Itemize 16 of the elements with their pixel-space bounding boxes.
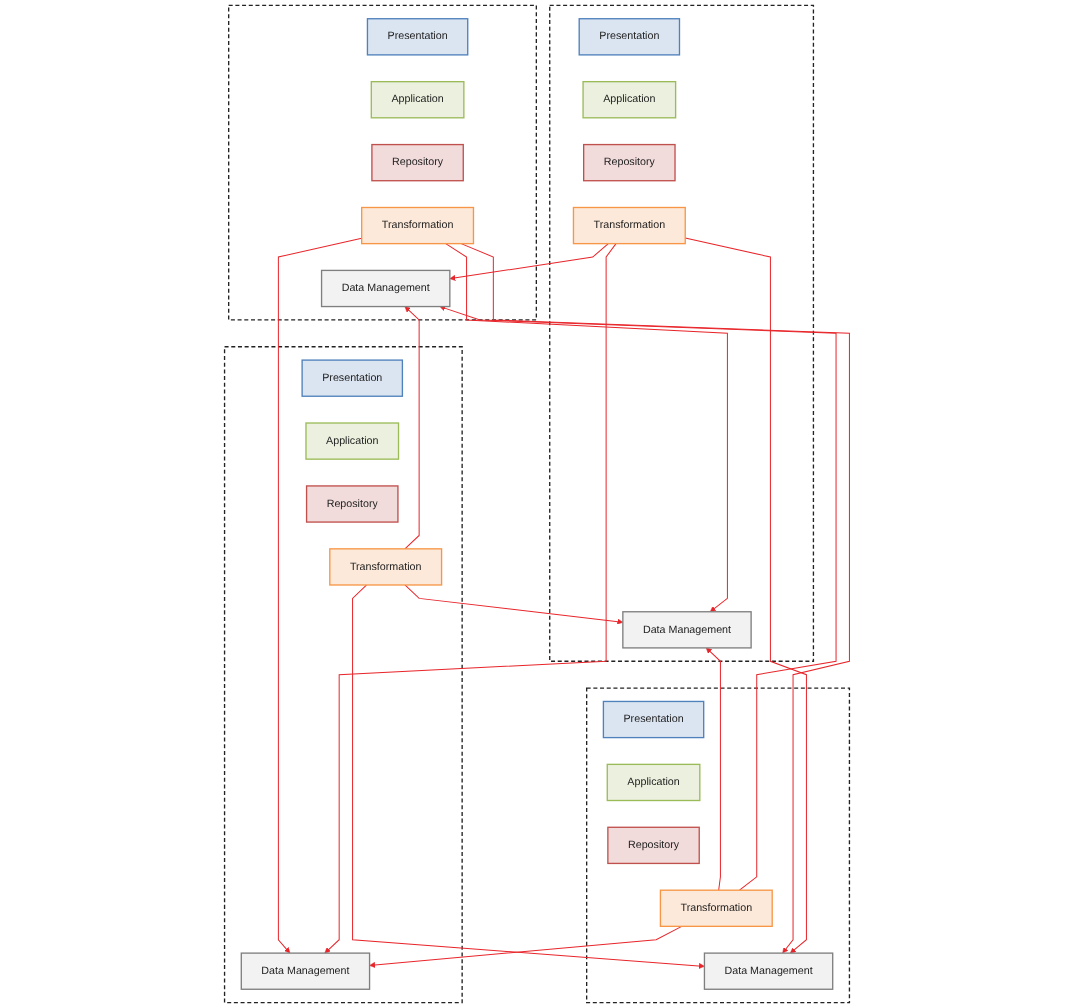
cluster xyxy=(549,4,815,662)
arrow xyxy=(439,305,837,891)
cluster xyxy=(586,687,851,1004)
arrow xyxy=(369,925,683,968)
arrow xyxy=(277,237,363,954)
arrow xyxy=(460,243,850,954)
arrow xyxy=(352,584,705,969)
arrow xyxy=(684,237,807,954)
arrow xyxy=(449,243,609,281)
cluster xyxy=(223,346,463,1004)
cluster xyxy=(228,4,537,321)
arrow xyxy=(445,243,728,613)
arrow xyxy=(404,584,624,625)
arrow xyxy=(404,306,420,550)
arrow xyxy=(324,243,617,954)
arrow xyxy=(705,647,721,891)
